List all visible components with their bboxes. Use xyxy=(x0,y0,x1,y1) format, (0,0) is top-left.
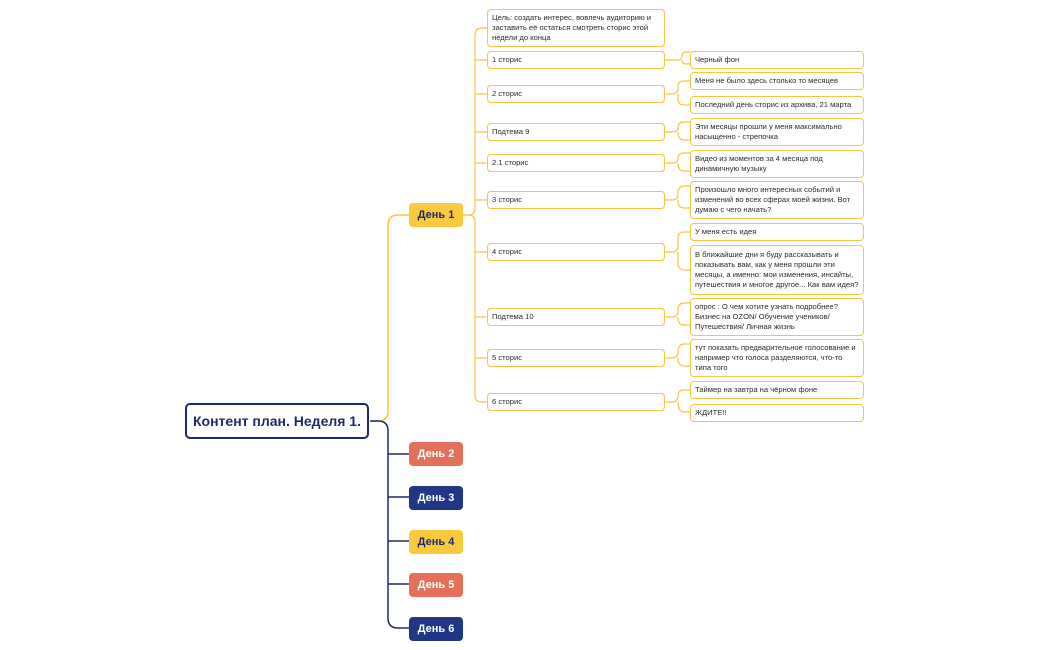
story-2-1-topic[interactable]: 2.1 сторис xyxy=(487,154,665,172)
detail-node[interactable]: Видео из моментов за 4 месяца под динами… xyxy=(690,150,864,178)
detail-node[interactable]: У меня есть идея xyxy=(690,223,864,241)
subtopic-10-topic[interactable]: Подтема 10 xyxy=(487,308,665,326)
root-topic[interactable]: Контент план. Неделя 1. xyxy=(185,403,369,439)
detail-node[interactable]: Последний день сторис из архива, 21 март… xyxy=(690,96,864,114)
story-4-topic[interactable]: 4 сторис xyxy=(487,243,665,261)
day-2-topic[interactable]: День 2 xyxy=(409,442,463,466)
detail-node[interactable]: Черный фон xyxy=(690,51,864,69)
detail-node[interactable]: Таймер на завтра на чёрном фоне xyxy=(690,381,864,399)
day-4-topic[interactable]: День 4 xyxy=(409,530,463,554)
detail-node[interactable]: Произошло много интересных событий и изм… xyxy=(690,181,864,219)
story-2-topic[interactable]: 2 сторис xyxy=(487,85,665,103)
detail-node[interactable]: ЖДИТЕ!! xyxy=(690,404,864,422)
story-1-topic[interactable]: 1 сторис xyxy=(487,51,665,69)
day-5-topic[interactable]: День 5 xyxy=(409,573,463,597)
detail-node[interactable]: Меня не было здесь столько то месяцев xyxy=(690,72,864,90)
detail-node[interactable]: опрос : О чем хотите узнать подробнее? Б… xyxy=(690,298,864,336)
detail-node[interactable]: Эти месяцы прошли у меня максимально нас… xyxy=(690,118,864,146)
story-6-topic[interactable]: 6 сторис xyxy=(487,393,665,411)
detail-node[interactable]: тут показать предварительное голосование… xyxy=(690,339,864,377)
story-3-topic[interactable]: 3 сторис xyxy=(487,191,665,209)
subtopic-9-topic[interactable]: Подтема 9 xyxy=(487,123,665,141)
day-1-topic[interactable]: День 1 xyxy=(409,203,463,227)
day-3-topic[interactable]: День 3 xyxy=(409,486,463,510)
story-5-topic[interactable]: 5 сторис xyxy=(487,349,665,367)
day-6-topic[interactable]: День 6 xyxy=(409,617,463,641)
detail-node[interactable]: В ближайшие дни я буду рассказывать и по… xyxy=(690,245,864,295)
goal-topic[interactable]: Цель: создать интерес, вовлечь аудиторию… xyxy=(487,9,665,47)
